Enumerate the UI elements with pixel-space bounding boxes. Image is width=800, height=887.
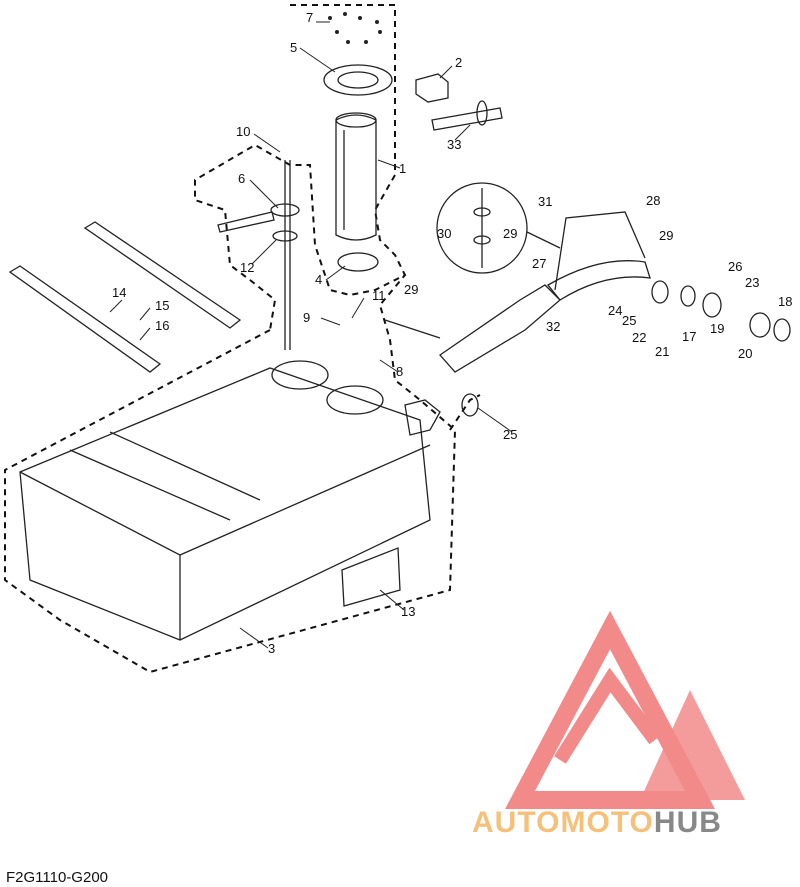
callout-20: 20 bbox=[738, 346, 752, 361]
brand-part-2: MOTO bbox=[560, 806, 654, 839]
callout-15: 15 bbox=[155, 298, 169, 313]
filler-hose bbox=[547, 260, 651, 301]
gasket bbox=[337, 252, 379, 272]
callout-2: 2 bbox=[455, 55, 462, 70]
callout-19: 19 bbox=[710, 321, 724, 336]
tank-group-outline-2 bbox=[449, 394, 481, 431]
callout-5: 5 bbox=[290, 40, 297, 55]
callout-14: 14 bbox=[112, 285, 126, 300]
callout-29-c: 29 bbox=[659, 228, 673, 243]
callout-18: 18 bbox=[778, 294, 792, 309]
callout-26: 26 bbox=[728, 259, 742, 274]
callout-10: 10 bbox=[236, 124, 250, 139]
callout-31: 31 bbox=[538, 194, 552, 209]
callout-12: 12 bbox=[240, 260, 254, 275]
callout-13: 13 bbox=[401, 604, 415, 619]
tank-rails bbox=[8, 221, 242, 373]
callout-4: 4 bbox=[315, 272, 322, 287]
sender-unit bbox=[217, 160, 300, 350]
callout-33: 33 bbox=[447, 137, 461, 152]
callout-1: 1 bbox=[399, 161, 406, 176]
breather-pipe bbox=[554, 211, 646, 291]
callout-3: 3 bbox=[268, 641, 275, 656]
hose-joint-detail bbox=[436, 182, 561, 274]
neck-hose bbox=[461, 393, 479, 417]
callout-25-a: 25 bbox=[622, 313, 636, 328]
callout-22: 22 bbox=[632, 330, 646, 345]
retaining-ring bbox=[323, 64, 393, 96]
callout-24: 24 bbox=[608, 303, 622, 318]
diagram-code: F2G1110-G200 bbox=[6, 869, 109, 886]
brand-logo-mark bbox=[505, 610, 745, 809]
callout-7: 7 bbox=[306, 10, 313, 25]
callout-17: 17 bbox=[682, 329, 696, 344]
callout-28: 28 bbox=[646, 193, 660, 208]
leader-lines bbox=[109, 21, 513, 649]
callout-16: 16 bbox=[155, 318, 169, 333]
callout-29-b: 29 bbox=[503, 226, 517, 241]
screws bbox=[328, 12, 382, 44]
callout-29-a: 29 bbox=[404, 282, 418, 297]
callout-21: 21 bbox=[655, 344, 669, 359]
callout-8: 8 bbox=[396, 364, 403, 379]
callout-6: 6 bbox=[238, 171, 245, 186]
brand-part-3: HUB bbox=[653, 806, 722, 839]
filler-neck bbox=[439, 284, 561, 373]
callout-9: 9 bbox=[303, 310, 310, 325]
tank-group-outline bbox=[4, 274, 457, 674]
brand-part-1: AUTO bbox=[472, 806, 561, 839]
callout-27: 27 bbox=[532, 256, 546, 271]
pump-group-outline bbox=[194, 4, 407, 331]
fuel-tank bbox=[19, 360, 441, 641]
bracket bbox=[415, 73, 449, 103]
fuel-pump bbox=[335, 112, 377, 241]
brand-watermark: AUTOMOTOHUB bbox=[472, 806, 722, 840]
filler-cap-parts bbox=[651, 280, 791, 342]
callout-32: 32 bbox=[546, 319, 560, 334]
vent-line bbox=[384, 319, 441, 339]
callout-11: 11 bbox=[372, 288, 386, 303]
hose-fitting bbox=[431, 100, 503, 131]
label-plate bbox=[341, 547, 401, 607]
callout-23: 23 bbox=[745, 275, 759, 290]
callout-30: 30 bbox=[437, 226, 451, 241]
callout-25-b: 25 bbox=[503, 427, 517, 442]
